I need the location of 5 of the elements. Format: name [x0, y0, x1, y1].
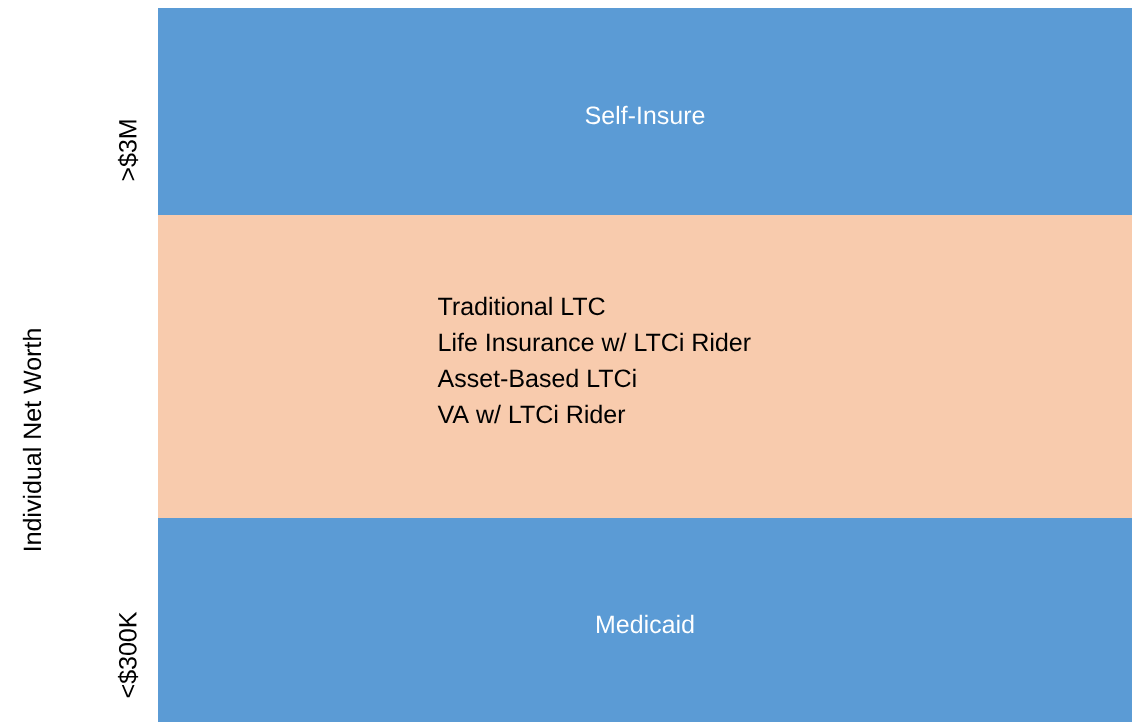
- axis-label: >$3M: [117, 120, 139, 181]
- band: Medicaid: [158, 518, 1132, 722]
- band: Self-Insure: [158, 8, 1132, 215]
- axis-label: Individual Net Worth: [22, 329, 42, 550]
- band: Traditional LTC Life Insurance w/ LTCi Rider Asset-Based LTCi VA w/ LTCi Rider: [158, 215, 1132, 518]
